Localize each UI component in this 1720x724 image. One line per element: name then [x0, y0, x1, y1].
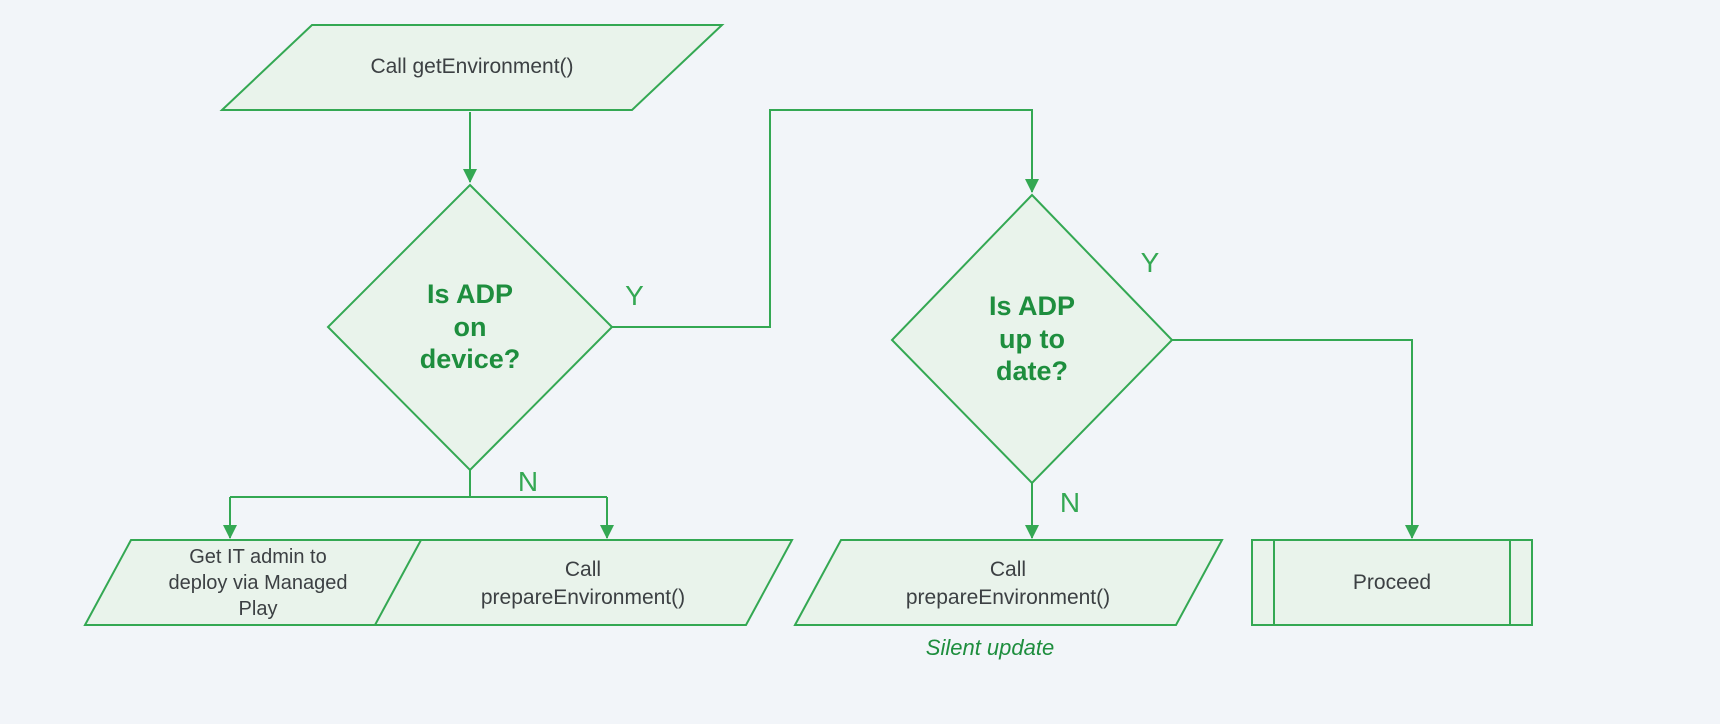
node-prepare-environment-install [373, 539, 794, 626]
node-start [219, 24, 725, 111]
node-prepare-environment-update [793, 539, 1224, 626]
node-proceed [1251, 539, 1533, 626]
edge-decision1-yes [612, 109, 1039, 328]
edge-decision2-yes [1172, 339, 1419, 539]
node-deploy-via-managed-play [83, 539, 434, 626]
node-decision-adp-on-device [326, 183, 614, 472]
node-decision-adp-up-to-date [890, 193, 1174, 485]
